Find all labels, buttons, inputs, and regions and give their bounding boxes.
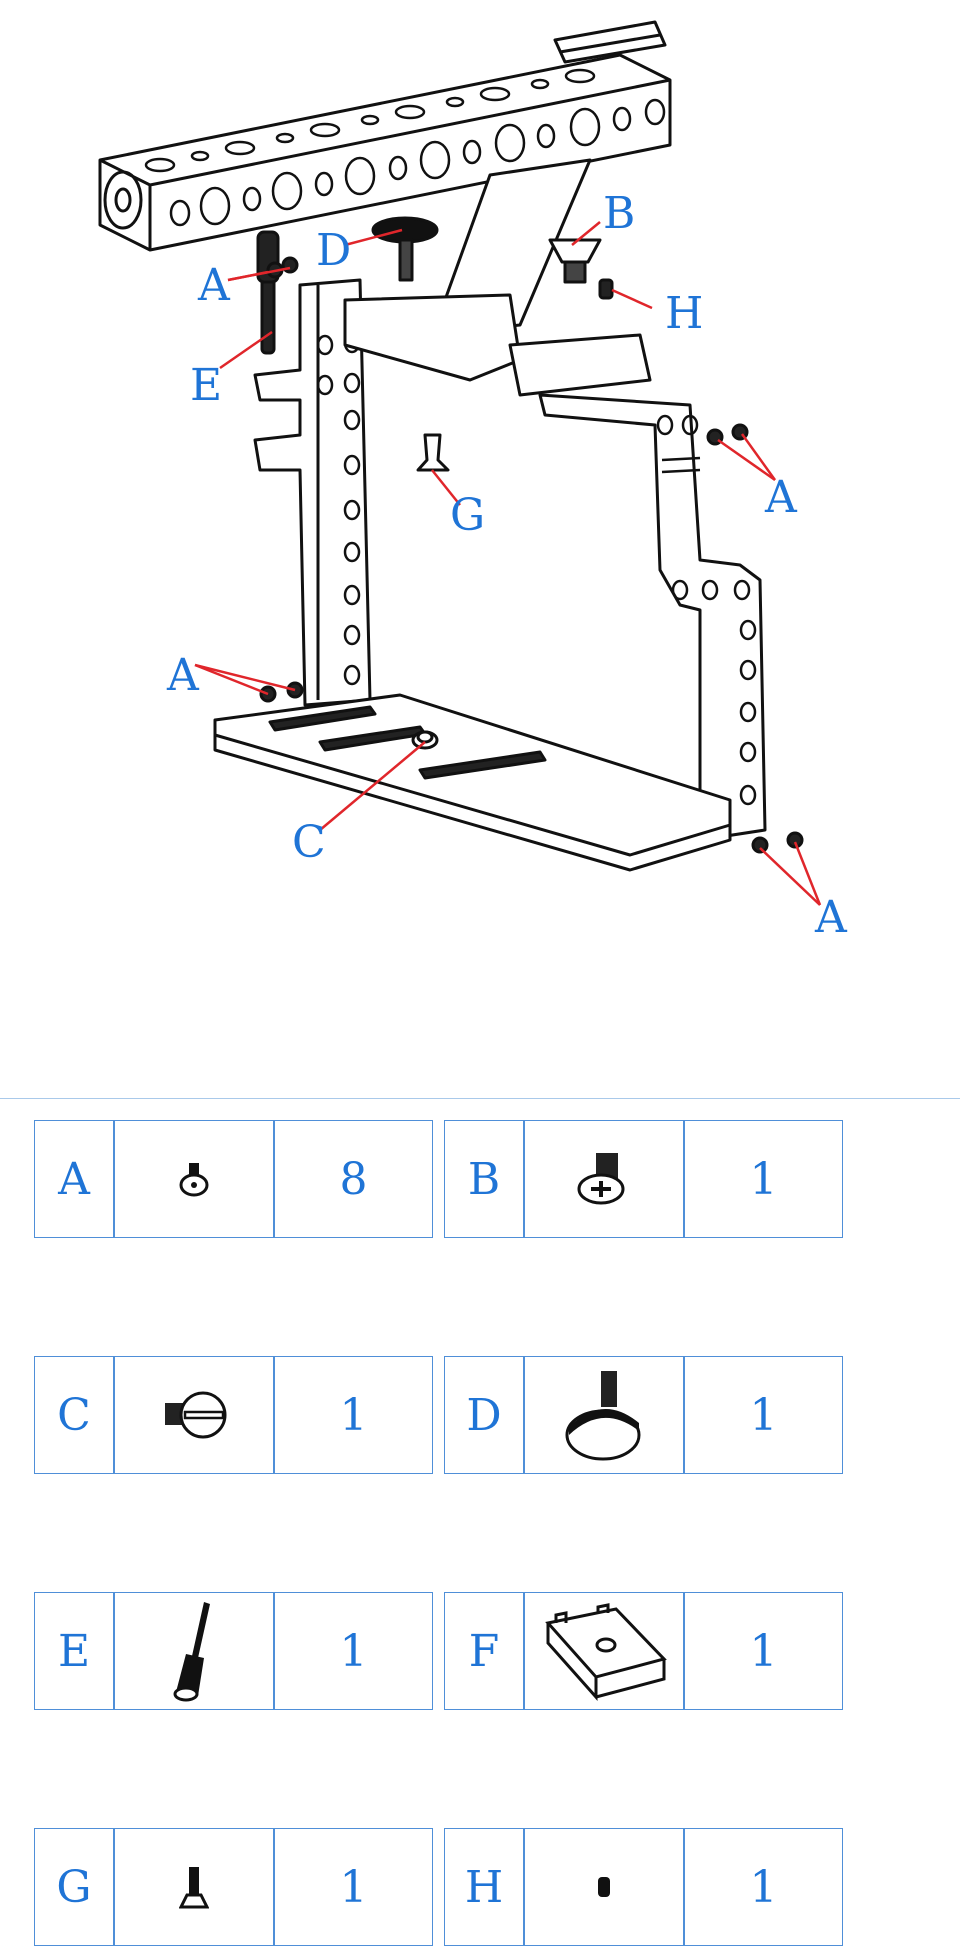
part-quantity: 8 [274,1120,433,1238]
part-icon-cell [114,1120,274,1238]
part-letter: B [444,1120,524,1238]
base-plate [213,693,732,872]
part-quantity: 1 [274,1828,433,1946]
part-letter: D [444,1356,524,1474]
part-icon-cell [114,1828,274,1946]
part-icon-cell [524,1356,684,1474]
part-quantity: 1 [684,1120,843,1238]
callout-a-top: A [197,260,231,311]
table-row: E 1 [34,1592,433,1710]
table-row: A 8 [34,1120,433,1238]
slotted-screw-icon [165,1391,227,1439]
part-letter: E [34,1592,114,1710]
part-letter: A [34,1120,114,1238]
callout-b: B [603,188,635,239]
callout-a-left: A [166,650,200,701]
part-quantity: 1 [274,1592,433,1710]
section-divider [0,1098,960,1099]
countersunk-phillips-screw-icon [577,1153,625,1205]
table-row: D 1 [444,1356,843,1474]
part-letter: H [444,1828,524,1946]
part-quantity: 1 [684,1828,843,1946]
callout-d: D [316,225,351,276]
diagram-screws [256,216,804,854]
exploded-cage-diagram: A B C D E G H A A A [98,20,848,943]
part-letter: C [34,1356,114,1474]
part-icon-cell [524,1828,684,1946]
cage-drawing [98,20,804,872]
callout-g: G [450,490,485,541]
table-row: B 1 [444,1120,843,1238]
long-bolt-icon [173,1602,210,1702]
table-row: G 1 [34,1828,433,1946]
part-icon-cell [524,1120,684,1238]
button-head-screw-icon [179,1163,209,1197]
part-icon-cell [114,1356,274,1474]
callout-labels: A B C D E G H A A A [166,188,848,943]
table-row: F 1 [444,1592,843,1710]
table-row: H 1 [444,1828,843,1946]
parts-table-left: A 8 C 1 E [34,1120,433,1946]
callout-a-right: A [764,472,798,523]
part-icon-cell [524,1592,684,1710]
top-clamp-left [343,293,522,382]
part-quantity: 1 [684,1356,843,1474]
part-quantity: 1 [684,1592,843,1710]
callout-h: H [665,288,703,339]
callout-e: E [190,360,222,411]
flat-head-screw-icon [179,1867,209,1909]
part-icon-cell [114,1592,274,1710]
parts-table-right: B 1 D 1 F [444,1120,843,1946]
shoe-mount-icon [545,1603,667,1701]
callout-a-bottom: A [814,892,848,943]
thumb-screw-icon [565,1371,641,1461]
part-letter: F [444,1592,524,1710]
top-handle [98,20,672,252]
leader-lines [194,221,822,906]
part-letter: G [34,1828,114,1946]
part-quantity: 1 [274,1356,433,1474]
callout-c: C [292,817,326,868]
set-screw-icon [598,1877,610,1897]
table-row: C 1 [34,1356,433,1474]
top-clamp-right [508,333,652,397]
